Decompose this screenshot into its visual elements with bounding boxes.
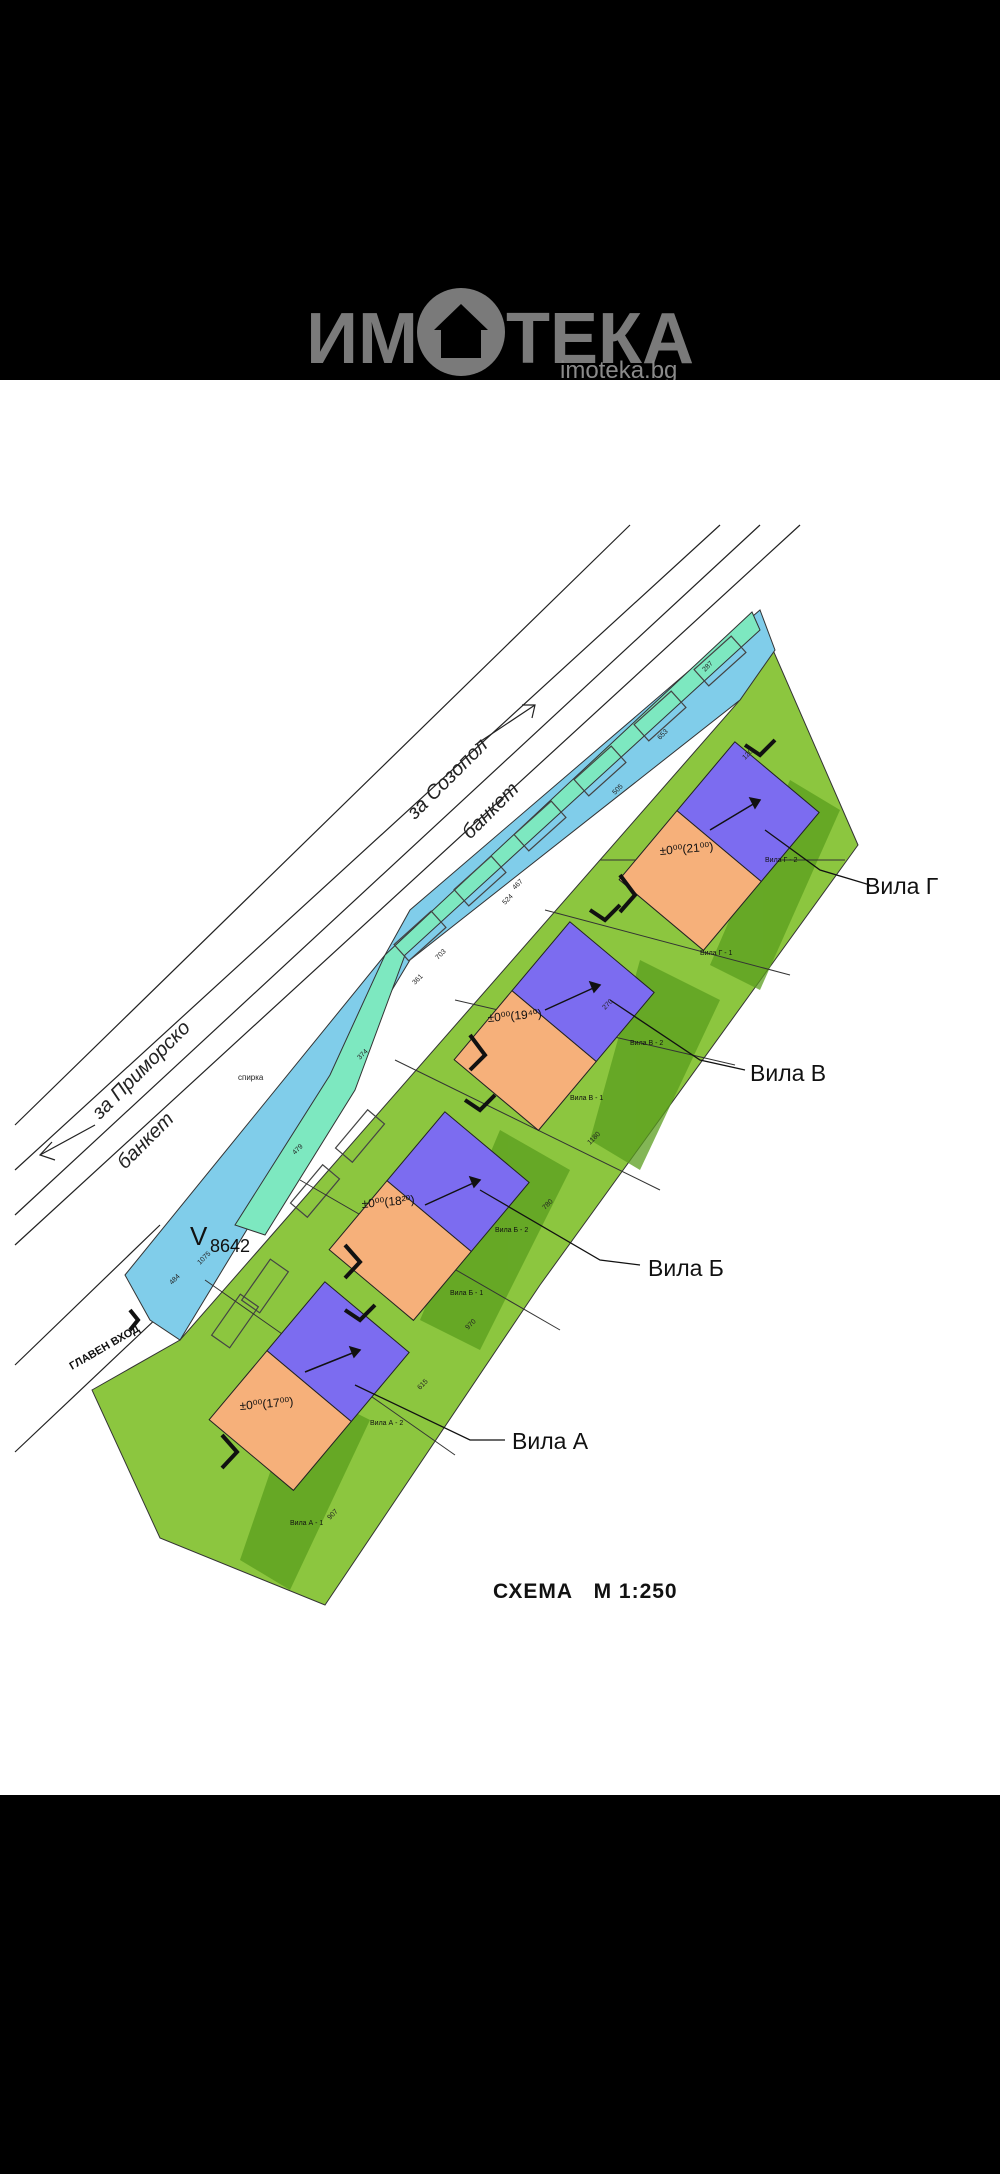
villa-a-label: Вила А <box>512 1428 589 1454</box>
villa-b-unit-1: Вила Б - 1 <box>450 1290 483 1297</box>
villa-v-unit-1: Вила В - 1 <box>570 1095 603 1102</box>
logo-text-right: ТЕКА <box>506 299 694 379</box>
logo-text-left: ИМ <box>306 299 418 379</box>
dim-label: 524 <box>501 893 514 906</box>
villa-b-unit-2: Вила Б - 2 <box>495 1227 528 1234</box>
villa-a-elevation: ±0⁰⁰(17⁰⁰) <box>239 1394 294 1413</box>
bottom-black-bar <box>0 1795 1000 2174</box>
scale-label: М 1:250 <box>593 1580 678 1603</box>
villa-a-unit-2: Вила А - 2 <box>370 1420 403 1427</box>
roof-slope-arrows <box>304 796 762 1373</box>
entrance-chevrons <box>128 738 777 1470</box>
lot-id: V <box>190 1221 208 1251</box>
villa-b-building <box>328 1111 530 1322</box>
scheme-label: СХЕМА <box>493 1580 574 1603</box>
villa-b-label: Вила Б <box>648 1255 724 1281</box>
villa-v-label: Вила В <box>750 1060 827 1086</box>
scale-caption: СХЕМА М 1:250 <box>493 1580 678 1604</box>
logo-house-icon <box>417 288 505 376</box>
villa-g-unit-2: Вила Г - 2 <box>765 857 798 864</box>
villa-g-label: Вила Г <box>865 873 939 899</box>
parked-cars <box>210 635 747 1349</box>
villa-v-building <box>453 921 655 1132</box>
road-lines <box>14 524 801 1453</box>
villa-g-elevation: ±0⁰⁰(21⁰⁰) <box>659 839 714 858</box>
parking-strip <box>234 611 761 1236</box>
villa-v-elevation: ±0⁰⁰(19⁴⁰) <box>487 1006 542 1025</box>
dim-label: 703 <box>434 948 447 961</box>
logo-site: imoteka.bg <box>560 357 677 380</box>
road-direction-arrows <box>38 704 536 1161</box>
villa-a-building <box>208 1281 410 1492</box>
villa-a-unit-1: Вила А - 1 <box>290 1520 323 1527</box>
villa-g-building <box>618 741 820 952</box>
villa-v-unit-2: Вила В - 2 <box>630 1040 663 1047</box>
bus-stop-label: спирка <box>238 1073 264 1082</box>
lot-number: 8642 <box>210 1236 250 1256</box>
street-to-primorsko: за Приморско <box>87 1017 194 1124</box>
villa-leader-lines <box>354 829 871 1441</box>
dim-label: 467 <box>511 878 524 891</box>
main-entrance-label: ГЛАВЕН ВХОД <box>68 1323 142 1373</box>
shoulder-bottom-label: банкет <box>113 1108 178 1173</box>
villa-g-unit-1: Вила Г - 1 <box>700 950 733 957</box>
imoteka-logo: ИМ ТЕКА imoteka.bg <box>306 288 694 380</box>
villa-b-elevation: ±0⁰⁰(18²⁰) <box>361 1192 415 1211</box>
dim-label: 361 <box>411 973 424 986</box>
